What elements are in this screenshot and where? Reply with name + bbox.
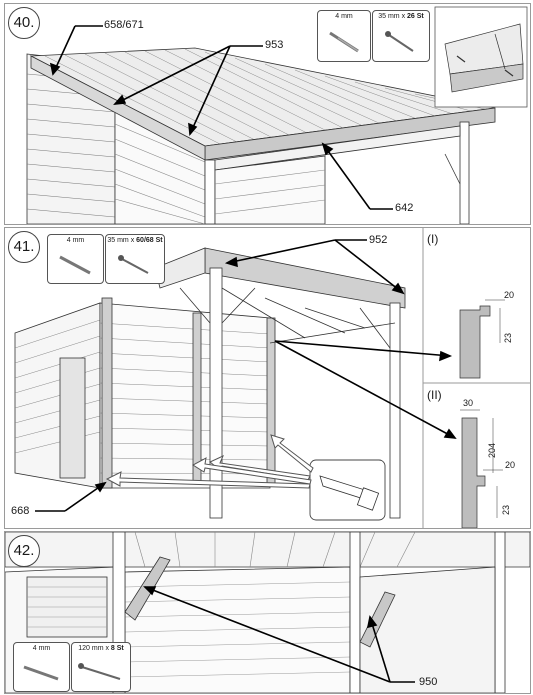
drill-size-label: 4 mm — [66, 237, 85, 244]
step-41-panel: 41. 952 668 4 mm 35 mm x 60/68 St (I) 20… — [4, 227, 531, 529]
detail-II-label: (II) — [427, 388, 442, 402]
part-953-label: 953 — [265, 39, 284, 51]
saw-inset — [309, 459, 386, 521]
step-42-panel: 42. 950 4 mm 120 mm x 8 St — [4, 531, 531, 694]
drill-bit-icon — [329, 31, 359, 53]
detail-I-dim-width: 20 — [504, 290, 515, 300]
drill-bit-box: 4 mm — [47, 234, 104, 284]
step-40-panel: 40. 658/671 953 642 4 mm 35 mm x 26 St — [4, 3, 531, 225]
step-42-illustration — [5, 532, 530, 693]
detail-II-profile — [460, 409, 503, 528]
part-642-label: 642 — [395, 202, 414, 214]
drill-bit-box: 4 mm — [317, 10, 371, 62]
detail-I-profile — [459, 299, 505, 379]
screw-spec-label: 35 mm x 60/68 St — [107, 237, 163, 244]
screw-icon — [118, 255, 149, 274]
part-952-label: 952 — [369, 234, 388, 246]
part-668-label: 668 — [11, 505, 30, 517]
screw-box: 35 mm x 60/68 St — [105, 234, 165, 284]
drill-bit-icon — [23, 665, 59, 681]
part-658-671-label: 658/671 — [104, 19, 144, 31]
step-41-illustration — [14, 228, 530, 528]
long-screw-icon — [78, 663, 121, 680]
screw-spec-label: 120 mm x 8 St — [78, 645, 124, 652]
step-40-detail-inset — [434, 6, 528, 108]
drill-size-label: 4 mm — [335, 13, 353, 20]
screw-box: 35 mm x 26 St — [372, 10, 430, 62]
step-40-illustration — [26, 6, 528, 224]
screw-box: 120 mm x 8 St — [71, 642, 131, 692]
step-41-number: 41. — [8, 231, 40, 263]
detail-I-dim-height: 23 — [503, 332, 513, 343]
detail-I-label: (I) — [427, 232, 439, 246]
drill-bit-box: 4 mm — [13, 642, 70, 692]
drill-bit-icon — [59, 255, 91, 275]
detail-II-dim-lip: 20 — [505, 460, 516, 470]
detail-II-dim-height: 204 — [487, 442, 497, 458]
detail-II-dim-foot: 23 — [501, 504, 511, 515]
part-950-label: 950 — [419, 676, 438, 688]
screw-icon — [385, 31, 414, 52]
screw-spec-label: 35 mm x 26 St — [378, 13, 424, 20]
detail-II-dim-width: 30 — [463, 398, 474, 408]
step-40-number: 40. — [8, 7, 40, 39]
drill-size-label: 4 mm — [32, 645, 51, 652]
step-42-number: 42. — [8, 535, 40, 567]
